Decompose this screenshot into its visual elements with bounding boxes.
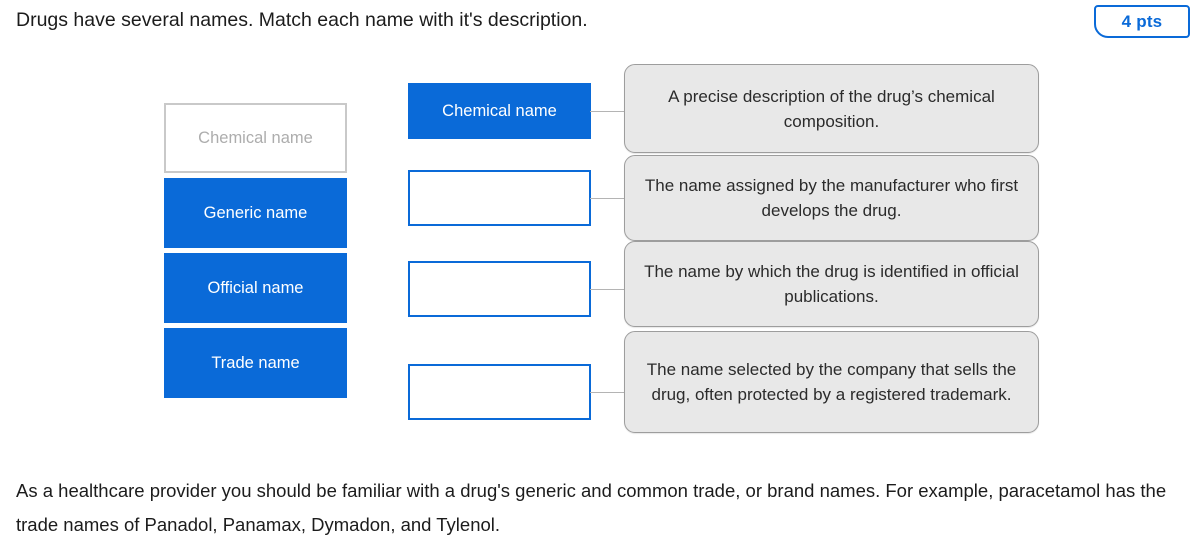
matching-exercise: Chemical name Generic name Official name… <box>0 46 1199 456</box>
connector-line-3 <box>590 289 625 290</box>
connector-line-2 <box>590 198 625 199</box>
question-header: Drugs have several names. Match each nam… <box>0 0 1199 46</box>
description-card-1: A precise description of the drug’s chem… <box>624 64 1039 153</box>
drop-zone-3[interactable] <box>408 261 591 317</box>
drop-zone-1[interactable]: Chemical name <box>408 83 591 139</box>
description-text: The name by which the drug is identified… <box>644 262 1019 306</box>
source-tile-trade-name[interactable]: Trade name <box>164 328 347 398</box>
drop-zone-label: Chemical name <box>442 101 557 120</box>
source-tile-official-name[interactable]: Official name <box>164 253 347 323</box>
source-tile-label: Official name <box>207 278 304 297</box>
description-text: The name selected by the company that se… <box>646 360 1017 404</box>
description-card-2: The name assigned by the manufacturer wh… <box>624 155 1039 241</box>
source-tile-label: Chemical name <box>198 128 313 147</box>
description-text: A precise description of the drug’s chem… <box>668 86 995 131</box>
explanation-paragraph: As a healthcare provider you should be f… <box>16 480 1167 535</box>
source-tile-generic-name[interactable]: Generic name <box>164 178 347 248</box>
description-card-4: The name selected by the company that se… <box>624 331 1039 433</box>
page-title: Drugs have several names. Match each nam… <box>16 9 588 31</box>
points-badge: 4 pts <box>1094 5 1190 38</box>
drop-zone-2[interactable] <box>408 170 591 226</box>
connector-line-1 <box>590 111 625 112</box>
description-card-3: The name by which the drug is identified… <box>624 241 1039 327</box>
source-tile-label: Trade name <box>211 353 300 372</box>
source-tile-chemical-name[interactable]: Chemical name <box>164 103 347 173</box>
description-text: The name assigned by the manufacturer wh… <box>644 176 1019 220</box>
drop-zone-4[interactable] <box>408 364 591 420</box>
connector-line-4 <box>590 392 625 393</box>
source-tile-label: Generic name <box>203 203 308 222</box>
